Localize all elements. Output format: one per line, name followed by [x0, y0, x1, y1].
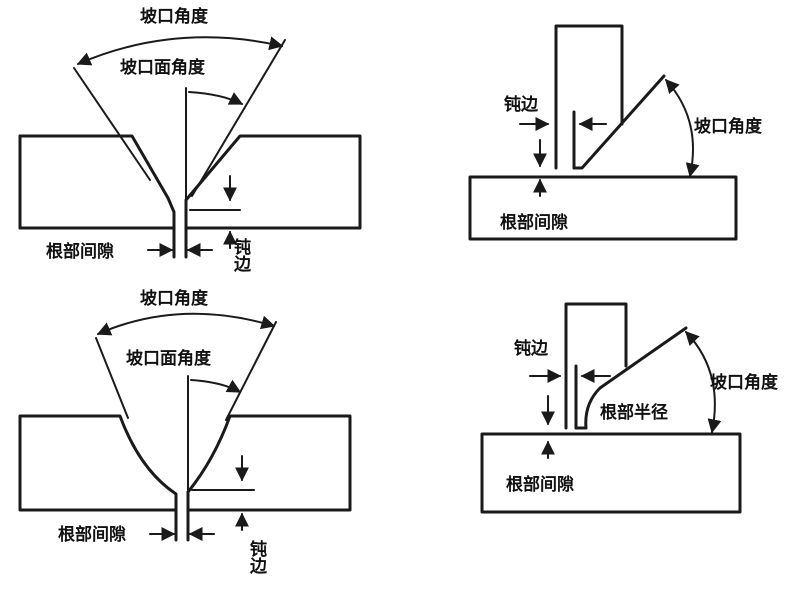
groove-angle-arc-br [685, 330, 722, 434]
panel-bottom-right: 钝边 坡口角度 根部半径 根部间隙 [480, 302, 779, 514]
base-plate-bottom-right [480, 432, 742, 514]
left-plate-bottom-left [18, 414, 178, 542]
groove-angle-arc-tr [665, 78, 700, 178]
bevel-face-angle-arc [188, 91, 244, 105]
label-groove-angle-br: 坡口角度 [710, 372, 779, 393]
label-groove-angle-bl: 坡口角度 [140, 288, 209, 309]
panel-top-right: 钝边 坡口角度 根部间隙 [468, 24, 763, 241]
label-root-face-bl: 钝边 [246, 539, 268, 575]
label-root-gap-bl: 根部间隙 [58, 524, 126, 545]
bevel-face-angle-arc-bl [190, 379, 242, 393]
j-bevel-edge [574, 326, 688, 430]
label-groove-angle-tl: 坡口角度 [140, 6, 209, 27]
bevel-edge-top-right [572, 74, 666, 170]
label-root-gap-br: 根部间隙 [506, 474, 574, 495]
base-plate-top-right [468, 175, 738, 241]
label-root-radius-br: 根部半径 [600, 402, 668, 423]
panel-top-left: 坡口角度 坡口面角度 根部间隙 钝边 [18, 6, 362, 273]
vertical-plate-bottom-right [564, 302, 628, 430]
label-bevel-face-angle-tl: 坡口面角度 [120, 57, 206, 78]
label-bevel-face-angle-bl: 坡口面角度 [126, 348, 212, 369]
label-root-gap-tr: 根部间隙 [500, 212, 568, 233]
right-plate-top-left [184, 134, 362, 259]
label-root-face-br: 钝边 [514, 338, 549, 359]
label-root-face-tr: 钝边 [504, 94, 539, 115]
label-root-face-tl: 钝边 [230, 237, 252, 273]
groove-line-right [191, 39, 286, 197]
panel-bottom-left: 坡口角度 坡口面角度 根部间隙 钝边 [18, 288, 352, 575]
right-plate-bottom-left [186, 414, 352, 542]
groove-line-left [73, 67, 151, 181]
groove-angle-arc [76, 36, 284, 66]
left-plate-top-left [18, 134, 176, 259]
groove-angle-arc-bl [96, 312, 276, 336]
label-root-gap-tl: 根部间隙 [46, 241, 114, 262]
label-groove-angle-tr: 坡口角度 [694, 116, 763, 137]
vertical-plate-top-right [554, 24, 624, 170]
